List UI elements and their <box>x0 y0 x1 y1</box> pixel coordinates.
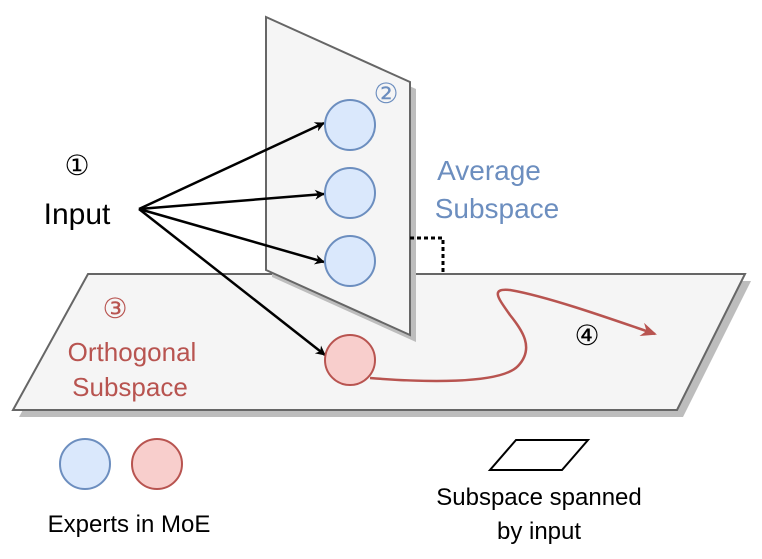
orthogonal-subspace-label-line1: Orthogonal <box>68 337 197 367</box>
legend-subspace-label-line1: Subspace spanned <box>436 484 642 511</box>
legend-expert-red <box>131 438 183 490</box>
expert-blue-3 <box>324 235 376 287</box>
right-angle-marker <box>410 236 445 274</box>
step-4-marker: ④ <box>574 320 599 351</box>
step-2-marker: ② <box>373 78 398 109</box>
legend-experts-label: Experts in MoE <box>48 511 211 538</box>
average-subspace-label-line2: Subspace <box>435 193 560 224</box>
expert-blue-2 <box>324 167 376 219</box>
orthogonal-subspace-label-line2: Subspace <box>72 372 188 402</box>
expert-red <box>324 334 376 386</box>
average-subspace-label-line1: Average <box>437 155 541 186</box>
input-arrow-2 <box>138 189 325 211</box>
legend-subspace-label-line2: by input <box>497 518 581 545</box>
legend-expert-blue <box>59 438 111 490</box>
expert-blue-1 <box>324 99 376 151</box>
step-1-marker: ① <box>64 150 89 181</box>
step-3-marker: ③ <box>102 293 127 324</box>
legend-subspace-shape <box>487 439 591 471</box>
input-label: Input <box>44 198 111 231</box>
input-arrow-4 <box>138 208 326 356</box>
trajectory-curve <box>369 288 657 383</box>
input-arrow-3 <box>138 207 325 265</box>
orthogonal-plane <box>11 273 747 411</box>
input-arrow-1 <box>138 121 325 211</box>
